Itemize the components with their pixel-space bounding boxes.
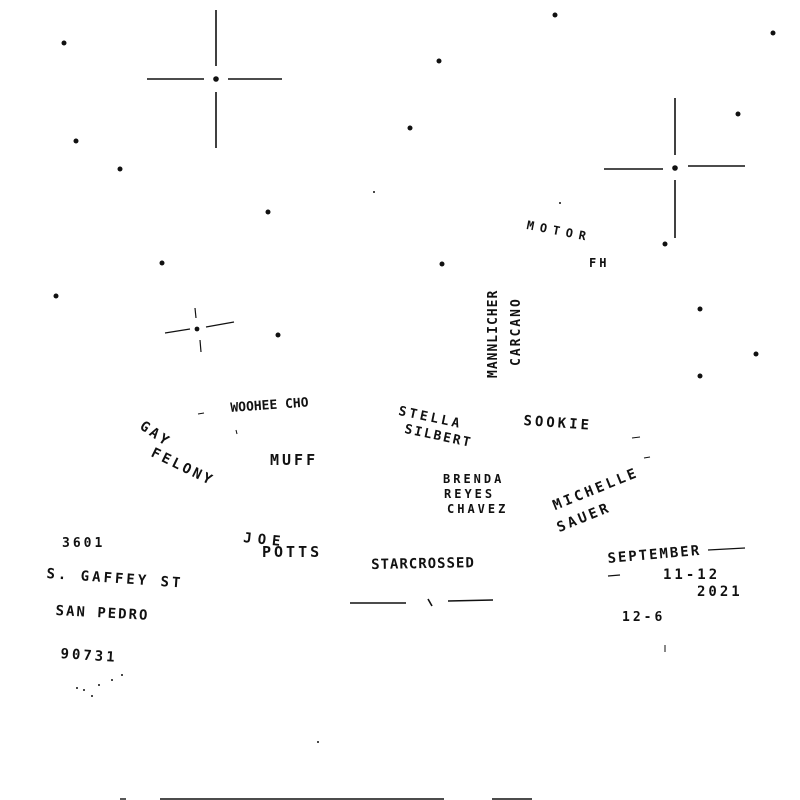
- star-dot: [662, 241, 668, 247]
- event-time: 12-6: [622, 610, 666, 625]
- cross-star-small: [164, 307, 235, 353]
- address-zip: 90731: [59, 646, 119, 666]
- star-dot: [735, 111, 741, 117]
- label-reyes: REYES: [444, 487, 496, 501]
- address-number: 3601: [62, 536, 106, 551]
- star-dot: [275, 332, 281, 338]
- underline-dashes: [350, 598, 494, 607]
- star-dot: [159, 260, 165, 266]
- star-dot: [265, 209, 271, 215]
- event-days: 11-12: [663, 567, 721, 583]
- star-dot: [697, 306, 703, 312]
- label-chavez: CHAVEZ: [447, 502, 509, 516]
- date-dashes: [607, 547, 746, 577]
- label-carcano: CARCANO: [509, 297, 524, 366]
- star-dot: [76, 687, 78, 689]
- star-dot: [111, 679, 113, 681]
- star-dot: [672, 165, 678, 171]
- label-potts: POTTS: [262, 543, 323, 561]
- star-dot: [98, 684, 100, 686]
- star-dot: [439, 261, 445, 267]
- star-dot: [213, 76, 219, 82]
- star-dot: [91, 695, 93, 697]
- star-dot: [53, 293, 59, 299]
- star-dot: [552, 12, 558, 18]
- star-dot: [559, 202, 561, 204]
- star-dot: [697, 373, 703, 379]
- star-dot: [407, 125, 413, 131]
- label-starcrossed: STARCROSSED: [370, 555, 475, 573]
- star-dot: [373, 191, 375, 193]
- label-mannlicher: MANNLICHER: [486, 289, 501, 378]
- star-dot: [753, 351, 759, 357]
- star-dot: [317, 741, 319, 743]
- star-dot: [194, 326, 200, 332]
- star-dot: [770, 30, 776, 36]
- star-dot: [436, 58, 442, 64]
- star-dot: [61, 40, 67, 46]
- event-year: 2021: [697, 584, 743, 600]
- label-fh: FH: [589, 256, 610, 270]
- star-dot: [117, 166, 123, 172]
- star-dot: [83, 689, 85, 691]
- star-dot: [73, 138, 79, 144]
- speck-marks: [197, 412, 666, 652]
- label-muff: MUFF: [270, 451, 319, 469]
- cross-star-top-left: [147, 10, 282, 148]
- label-brenda: BRENDA: [443, 472, 505, 486]
- star-dot: [121, 674, 123, 676]
- cross-star-right: [604, 98, 745, 238]
